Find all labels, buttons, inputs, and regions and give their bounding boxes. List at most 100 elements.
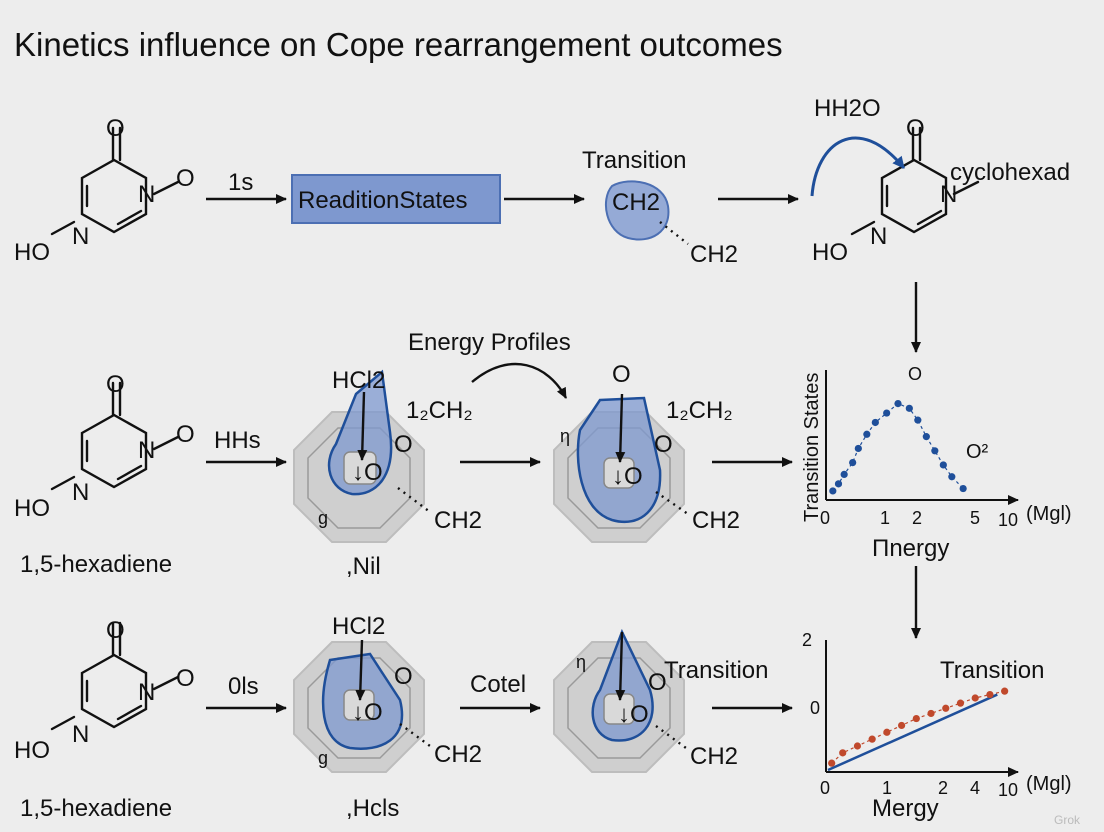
x-tick-label: 2 <box>938 778 948 798</box>
o2-label: O² <box>966 441 989 463</box>
data-point <box>1001 687 1009 695</box>
atom-n-right: N <box>138 437 155 464</box>
atom-o-top: O <box>906 115 925 142</box>
chart-caption: Mergy <box>872 795 939 822</box>
ring-o-label: ↓O <box>352 459 383 486</box>
x-tick-label: 1 <box>882 778 892 798</box>
atom-n-left: N <box>870 223 887 250</box>
energy-profiles-label: Energy Profiles <box>408 329 571 356</box>
atom-o-top: O <box>106 371 125 398</box>
row2-reactant: O N O N HO <box>14 371 195 522</box>
row1-reactant: O N O N HO <box>14 115 195 266</box>
atom-n-right: N <box>138 181 155 208</box>
energy-octagon <box>553 393 685 543</box>
o-label: O <box>648 669 667 696</box>
data-point <box>849 459 857 467</box>
ch2-label: CH2 <box>690 241 738 268</box>
row1-product: O N N HO <box>812 115 980 266</box>
watermark: Grok <box>1054 813 1081 827</box>
data-point <box>883 728 891 736</box>
atom-ho: HO <box>14 239 50 266</box>
data-point <box>863 430 871 438</box>
o-label: O <box>654 431 673 458</box>
data-point <box>828 759 836 767</box>
o-label: O <box>394 431 413 458</box>
curved-arrow <box>471 362 568 399</box>
data-point <box>931 447 939 455</box>
data-point <box>883 409 891 417</box>
atom-n-right: N <box>138 679 155 706</box>
product-label: cyclohexad <box>950 159 1070 186</box>
o-top-label: O <box>612 361 631 388</box>
ch2-label: 1₂CH₂ <box>666 397 733 424</box>
peak-label: O <box>908 364 922 384</box>
data-point <box>971 694 979 702</box>
atom-ho: HO <box>14 495 50 522</box>
data-point <box>942 704 950 712</box>
fit-line <box>827 693 998 772</box>
x-axis-label: (Mgl) <box>1026 773 1072 795</box>
chart-caption: Πnergy <box>872 535 949 562</box>
ring-o-label: ↓O <box>612 463 643 490</box>
reaction-states-label: ReaditionStates <box>298 187 467 214</box>
chart-marks <box>829 400 967 495</box>
data-point <box>927 709 935 718</box>
o-label: O <box>394 663 413 690</box>
x-tick-label: 5 <box>970 508 980 528</box>
y-tick-label: 2 <box>802 630 812 650</box>
data-point <box>894 400 902 408</box>
chart-transition: 2 0 0 1 2 4 10 (Mgl) Transition Mergy <box>802 630 1072 822</box>
x-tick-label: 10 <box>998 780 1018 800</box>
y-tick-label: 0 <box>810 698 820 718</box>
x-tick-label: 10 <box>998 510 1018 530</box>
page-title: Kinetics influence on Cope rearrangement… <box>14 26 783 63</box>
octagon-sub-label: g <box>318 508 328 528</box>
row3-reactant: O N O N HO <box>14 617 195 764</box>
transition-label: Transition <box>664 657 768 684</box>
arrow-label: 0ls <box>228 673 259 700</box>
hcl2-label: HCl2 <box>332 367 385 394</box>
atom-o-right: O <box>176 165 195 192</box>
octagon-sub-label: g <box>318 748 328 768</box>
ring-o-label: ↓O <box>618 701 649 728</box>
data-point <box>959 484 967 493</box>
molecule-caption: 1,5-hexadiene <box>20 551 172 578</box>
data-point <box>905 404 913 412</box>
octagon-caption: ,Hcls <box>346 795 399 822</box>
atom-n-left: N <box>72 479 89 506</box>
x-tick-label: 2 <box>912 508 922 528</box>
transition-label: Transition <box>582 147 686 174</box>
data-point <box>853 742 862 750</box>
energy-octagon <box>293 639 425 773</box>
reaction-states-box <box>291 174 501 224</box>
data-point <box>914 416 922 424</box>
chart-marks <box>827 687 1009 772</box>
atom-ho: HO <box>14 737 50 764</box>
atom-o-right: O <box>176 421 195 448</box>
curved-electron-arrow <box>810 136 906 197</box>
ch2-tail-label: CH2 <box>434 507 482 534</box>
atom-n-left: N <box>72 721 89 748</box>
data-point <box>948 473 956 481</box>
chart-transition-states: Transition States 0 1 2 5 10 (Mgl) Πnerg… <box>801 364 1072 562</box>
ch2-tail-label: CH2 <box>690 743 738 770</box>
cotel-label: Cotel <box>470 671 526 698</box>
molecule-caption: 1,5-hexadiene <box>20 795 172 822</box>
data-point <box>840 470 848 478</box>
chart-title: Transition <box>940 657 1044 684</box>
data-point <box>834 480 843 488</box>
energy-octagon <box>293 369 425 543</box>
eta-label: η <box>560 426 570 446</box>
data-point <box>922 433 930 441</box>
x-tick-label: 0 <box>820 778 830 798</box>
data-point <box>871 418 879 427</box>
hcl2-label: HCl2 <box>332 613 385 640</box>
dashed-bond <box>659 221 689 245</box>
data-point <box>986 690 994 699</box>
ring-o-label: ↓O <box>352 699 383 726</box>
x-axis-label: (Mgl) <box>1026 503 1072 525</box>
atom-n-right: N <box>940 181 957 208</box>
octagon-caption: ,Nil <box>346 553 381 580</box>
eta-label: η <box>576 652 586 672</box>
atom-ho: HO <box>812 239 848 266</box>
